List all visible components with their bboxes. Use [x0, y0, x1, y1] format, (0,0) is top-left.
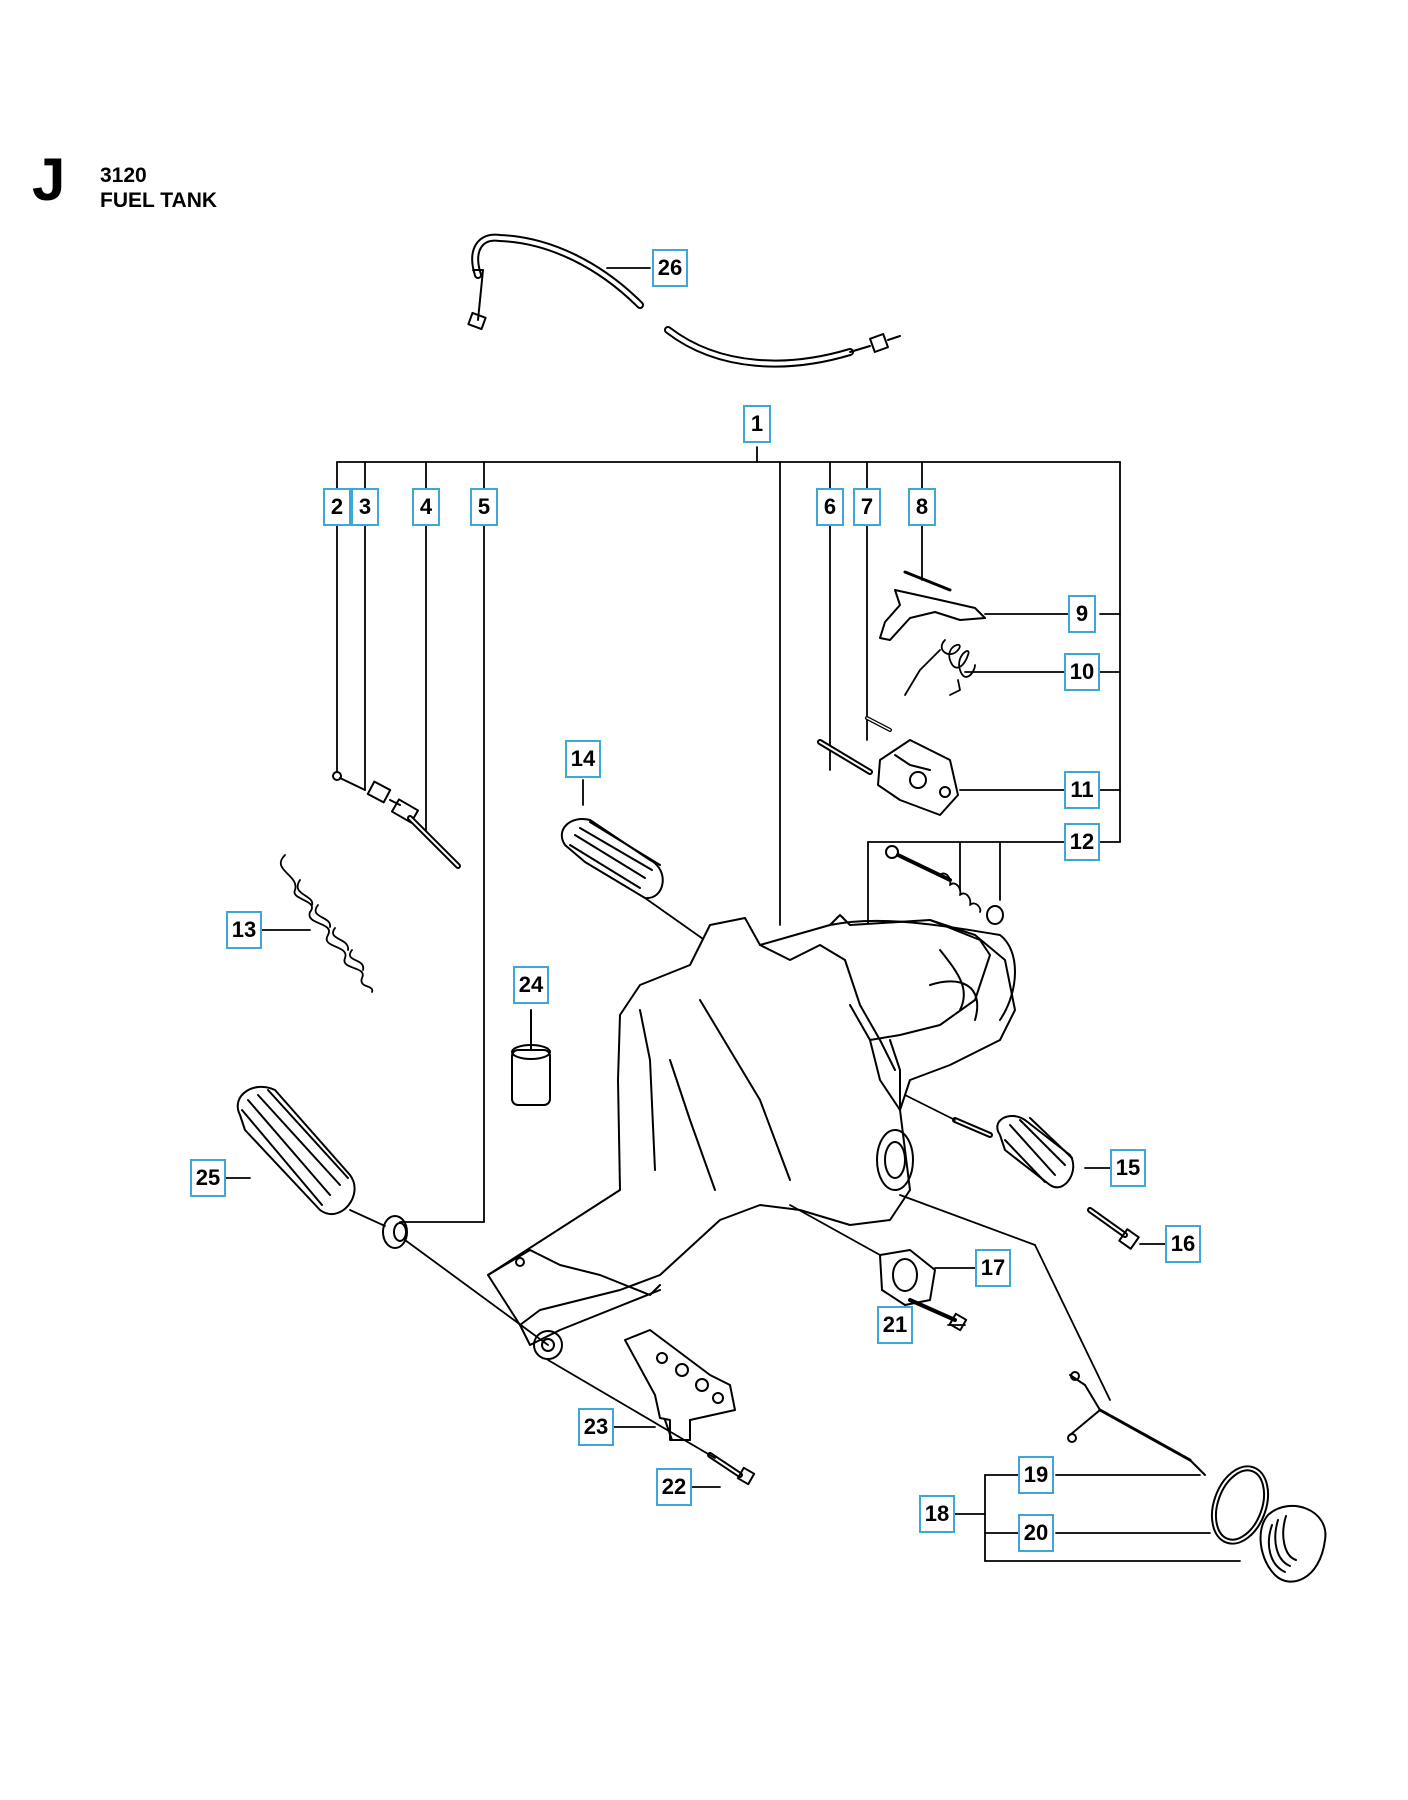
- pins-6-7: [817, 716, 892, 775]
- callout-16[interactable]: 16: [1165, 1225, 1201, 1263]
- callout-20[interactable]: 20: [1018, 1514, 1054, 1552]
- callout-5[interactable]: 5: [470, 488, 498, 526]
- callout-7[interactable]: 7: [853, 488, 881, 526]
- fuel-filter: [511, 1009, 551, 1106]
- callout-25[interactable]: 25: [190, 1159, 226, 1197]
- callout-9[interactable]: 9: [1068, 595, 1096, 633]
- callout-10[interactable]: 10: [1064, 653, 1100, 691]
- leader-lines: [225, 267, 1241, 1562]
- choke-block: [877, 739, 959, 816]
- callout-11[interactable]: 11: [1064, 771, 1100, 809]
- section-title: FUEL TANK: [100, 189, 218, 212]
- washer-5: [382, 1215, 549, 1346]
- screw-spring-cap: [885, 845, 1004, 925]
- screw-22: [547, 1359, 756, 1486]
- section-number: 3120: [100, 164, 147, 187]
- callout-4[interactable]: 4: [412, 488, 440, 526]
- section-letter: J: [32, 146, 66, 213]
- damper-17: [789, 1204, 968, 1332]
- callout-2[interactable]: 2: [323, 488, 351, 526]
- fuel-tank-body: [487, 914, 1016, 1360]
- callout-15[interactable]: 15: [1110, 1149, 1146, 1187]
- callout-18[interactable]: 18: [919, 1495, 955, 1533]
- torsion-spring: [904, 639, 976, 696]
- callout-21[interactable]: 21: [877, 1306, 913, 1344]
- valve-pin: [332, 771, 461, 869]
- callout-23[interactable]: 23: [578, 1408, 614, 1446]
- callout-26[interactable]: 26: [652, 249, 688, 287]
- lever-8-9: [879, 570, 986, 641]
- callout-13[interactable]: 13: [226, 911, 262, 949]
- rubber-buffer-15: [904, 1094, 1075, 1189]
- callout-1[interactable]: 1: [743, 405, 771, 443]
- spring-wire: [279, 854, 374, 993]
- callout-12[interactable]: 12: [1064, 823, 1100, 861]
- callout-17[interactable]: 17: [975, 1249, 1011, 1287]
- callout-8[interactable]: 8: [908, 488, 936, 526]
- callout-14[interactable]: 14: [565, 740, 601, 778]
- fuel-hose: [467, 233, 901, 368]
- callout-19[interactable]: 19: [1018, 1456, 1054, 1494]
- callout-3[interactable]: 3: [351, 488, 379, 526]
- callout-6[interactable]: 6: [816, 488, 844, 526]
- bracket-plate: [624, 1329, 736, 1441]
- bolt-16: [1087, 1207, 1140, 1250]
- fuel-cap-assembly: [899, 1194, 1327, 1583]
- callout-24[interactable]: 24: [513, 966, 549, 1004]
- rubber-buffer-25: [236, 1085, 386, 1227]
- callout-22[interactable]: 22: [656, 1468, 692, 1506]
